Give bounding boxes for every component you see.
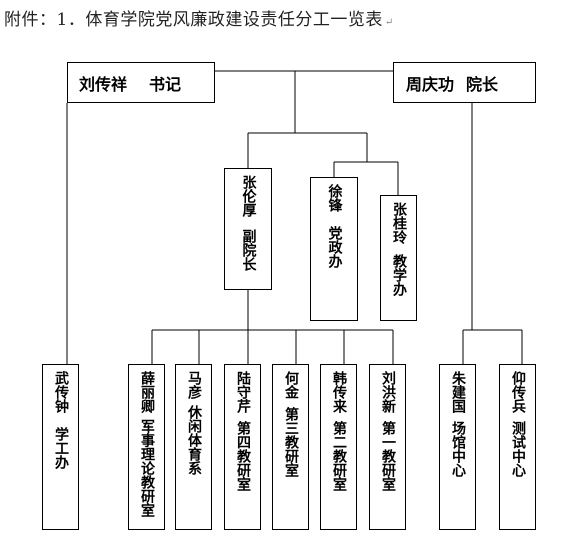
node-unit-1-text: 武传钟学工办 <box>52 371 69 469</box>
node-unit-leisure-sports: 马彦休闲体育系 <box>175 364 212 530</box>
node-vice-dean-name: 张伦厚 <box>240 175 257 217</box>
node-unit-first-office: 刘洪新第一教研室 <box>369 364 406 530</box>
node-unit-student-affairs: 武传钟学工办 <box>42 364 79 530</box>
node-unit-6-text: 韩传来第二教研室 <box>330 371 347 491</box>
node-unit-5-text: 何金第三教研室 <box>282 371 299 477</box>
node-unit-3-role: 休闲体育系 <box>186 405 202 475</box>
node-unit-7-role: 第一教研室 <box>380 421 396 491</box>
node-unit-3-name: 马彦 <box>186 371 202 399</box>
node-unit-4-name: 陆守芹 <box>235 371 251 413</box>
node-unit-third-office: 何金第三教研室 <box>272 364 309 530</box>
node-unit-military-theory: 薛丽卿军事理论教研室 <box>128 364 165 530</box>
node-dean-role: 院长 <box>466 74 499 94</box>
node-unit-4-role: 第四教研室 <box>235 421 251 491</box>
node-unit-8-name: 朱建国 <box>450 371 466 413</box>
node-office-party-text: 徐锋党政办 <box>326 184 343 268</box>
page-title: 附件：1．体育学院党风廉政建设责任分工一览表↵ <box>4 5 394 30</box>
node-unit-2-text: 薛丽卿军事理论教研室 <box>138 371 155 517</box>
node-unit-9-name: 仰传兵 <box>510 371 526 413</box>
node-unit-4-text: 陆守芹第四教研室 <box>234 371 251 491</box>
node-office-teaching-text: 张桂玲教学办 <box>390 202 407 296</box>
node-dean: 周庆功 院长 <box>393 62 536 103</box>
node-office-party-name: 徐锋 <box>326 184 343 212</box>
node-unit-7-name: 刘洪新 <box>380 371 396 413</box>
node-unit-2-role: 军事理论教研室 <box>139 419 155 517</box>
node-unit-1-name: 武传钟 <box>53 371 69 413</box>
node-office-party-role: 党政办 <box>326 226 343 268</box>
node-unit-1-role: 学工办 <box>53 427 69 469</box>
node-vice-dean-text: 张伦厚副院长 <box>240 175 257 271</box>
node-unit-6-role: 第二教研室 <box>331 421 347 491</box>
node-secretary: 刘传祥 书记 <box>67 62 215 103</box>
node-unit-6-name: 韩传来 <box>331 371 347 413</box>
node-unit-9-role: 测试中心 <box>510 421 526 477</box>
node-office-teaching-role: 教学办 <box>391 254 407 296</box>
node-unit-8-role: 场馆中心 <box>450 421 466 477</box>
node-unit-fourth-office: 陆守芹第四教研室 <box>224 364 261 530</box>
node-unit-second-office: 韩传来第二教研室 <box>320 364 357 530</box>
node-unit-7-text: 刘洪新第一教研室 <box>379 371 396 491</box>
node-unit-3-text: 马彦休闲体育系 <box>185 371 202 475</box>
node-office-teaching: 张桂玲教学办 <box>380 195 417 321</box>
paragraph-mark-icon: ↵ <box>384 17 394 28</box>
node-unit-5-role: 第三教研室 <box>283 407 299 477</box>
node-secretary-name: 刘传祥 <box>79 74 128 94</box>
node-unit-testing-center: 仰传兵测试中心 <box>499 364 536 530</box>
node-unit-9-text: 仰传兵测试中心 <box>509 371 526 477</box>
title-text: 附件：1．体育学院党风廉政建设责任分工一览表 <box>4 10 383 30</box>
node-office-party: 徐锋党政办 <box>310 177 358 321</box>
node-unit-8-text: 朱建国场馆中心 <box>449 371 466 477</box>
node-secretary-role: 书记 <box>149 74 182 94</box>
node-unit-5-name: 何金 <box>283 371 299 399</box>
node-vice-dean: 张伦厚副院长 <box>224 168 272 290</box>
node-unit-2-name: 薛丽卿 <box>139 371 155 413</box>
node-office-teaching-name: 张桂玲 <box>391 202 407 244</box>
node-vice-dean-role: 副院长 <box>240 229 257 271</box>
node-unit-venue-center: 朱建国场馆中心 <box>439 364 476 530</box>
node-dean-name: 周庆功 <box>406 74 455 94</box>
